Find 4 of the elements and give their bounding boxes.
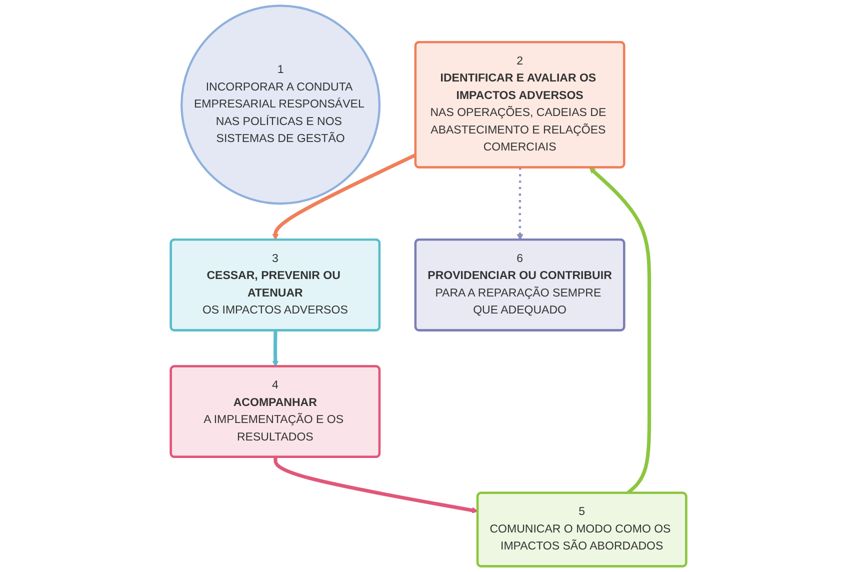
node-circle: 1 INCORPORAR A CONDUTA EMPRESARIAL RESPONSÁVEL NAS POLÍTICAS E NOS SISTEMAS DE GESTÃO bbox=[180, 4, 381, 205]
arrow bbox=[274, 457, 478, 514]
arrow bbox=[516, 168, 524, 240]
arrow bbox=[272, 330, 279, 367]
